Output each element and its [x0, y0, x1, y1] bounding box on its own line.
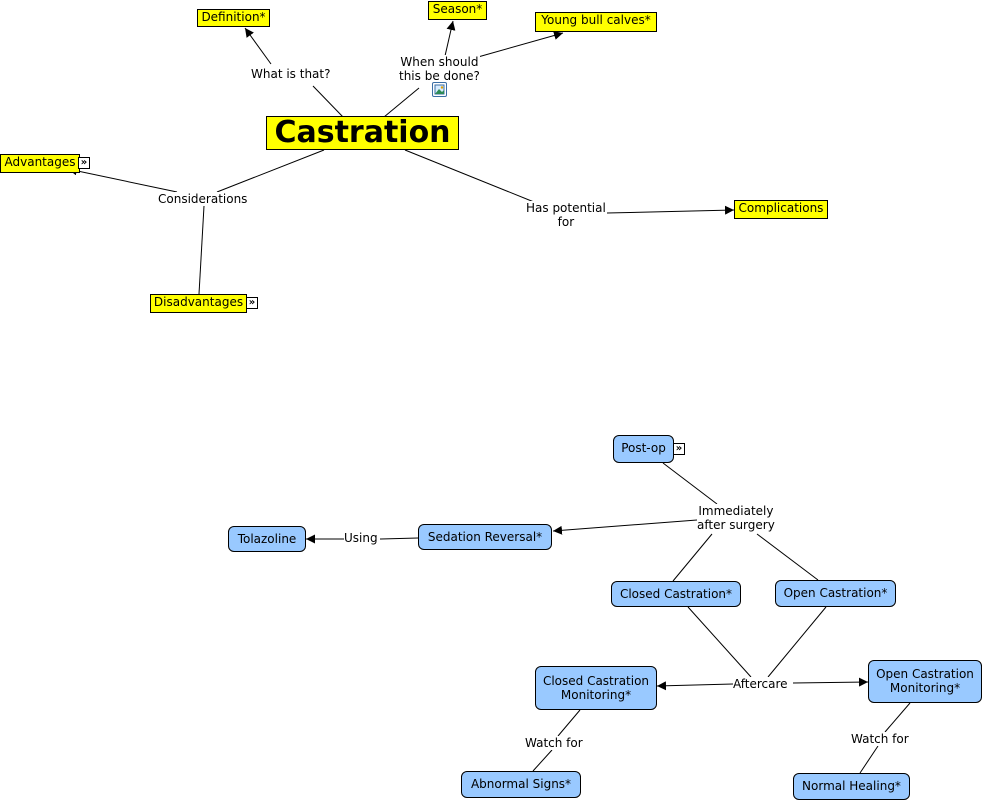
link-label-watch-for: Watch for — [525, 736, 583, 750]
link-label-immediately: Immediately after surgery — [697, 504, 775, 532]
concept-open-monitoring[interactable]: Open Castration Monitoring* — [868, 660, 982, 703]
link-openmon-watch — [884, 702, 911, 733]
link-whatis-definition — [244, 27, 272, 65]
concept-sedation-reversal[interactable]: Sedation Reversal* — [418, 524, 552, 550]
link-label-using: Using — [344, 531, 378, 545]
concept-definition[interactable]: Definition* — [197, 9, 270, 27]
link-postop-immediately — [662, 462, 718, 505]
concept-abnormal-signs[interactable]: Abnormal Signs* — [461, 771, 581, 798]
link-label-watch-for: Watch for — [851, 732, 909, 746]
concept-tolazoline[interactable]: Tolazoline — [228, 526, 306, 552]
concept-open-castration[interactable]: Open Castration* — [775, 580, 896, 607]
concept-season[interactable]: Season* — [428, 1, 487, 20]
link-aftercare-closedmon — [656, 681, 734, 691]
link-label-has-potential: Has potential for — [526, 201, 606, 229]
link-closed-aftercare — [687, 606, 752, 678]
concept-normal-healing[interactable]: Normal Healing* — [793, 773, 910, 800]
image-icon[interactable] — [432, 82, 447, 97]
link-considerations-advantages — [67, 166, 178, 193]
concept-young-bull-calves[interactable]: Young bull calves* — [535, 12, 657, 32]
expand-icon[interactable]: » — [78, 157, 90, 169]
link-castration-whatis — [312, 85, 344, 118]
concept-closed-castration[interactable]: Closed Castration* — [611, 581, 741, 607]
link-watch-abnormal — [532, 749, 553, 772]
expand-icon[interactable]: » — [246, 297, 258, 309]
link-immediately-closed — [672, 533, 713, 582]
link-considerations-disadvantages — [198, 205, 205, 295]
link-aftercare-openmon — [792, 677, 869, 687]
concept-disadvantages[interactable]: Disadvantages — [150, 294, 247, 313]
link-label-what-is-that: What is that? — [251, 67, 331, 81]
concept-advantages[interactable]: Advantages — [0, 154, 80, 173]
link-sedation-using — [379, 537, 419, 540]
expand-icon[interactable]: » — [673, 443, 685, 455]
link-immediately-open — [756, 533, 819, 581]
link-watch-normal — [859, 745, 879, 774]
link-immediately-sedation — [552, 519, 698, 535]
link-castration-haspotential — [404, 149, 535, 203]
link-when-calves — [477, 31, 564, 58]
link-label-considerations: Considerations — [158, 192, 248, 206]
concept-castration[interactable]: Castration — [266, 116, 459, 150]
link-haspotential-complications — [606, 205, 735, 215]
link-closedmon-watch — [557, 709, 581, 737]
link-open-aftercare — [767, 606, 827, 678]
concept-complications[interactable]: Complications — [734, 200, 828, 219]
link-castration-when — [383, 87, 420, 118]
concept-post-op[interactable]: Post-op — [613, 435, 674, 463]
link-label-aftercare: Aftercare — [733, 677, 788, 691]
link-when-season — [444, 20, 456, 57]
link-label-when-should: When should this be done? — [399, 55, 480, 83]
link-castration-considerations — [216, 149, 325, 193]
concept-closed-monitoring[interactable]: Closed Castration Monitoring* — [535, 666, 657, 710]
